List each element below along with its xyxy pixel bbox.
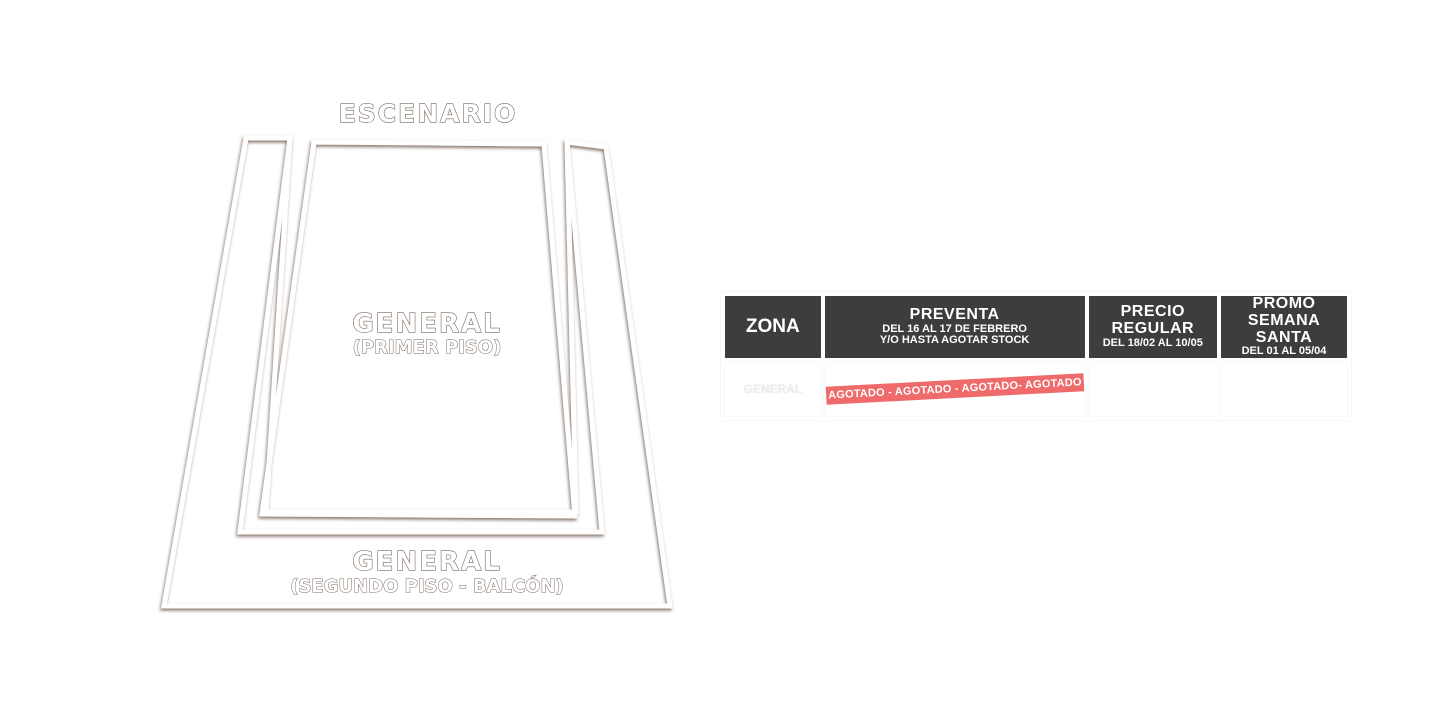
sold-out-banner: AGOTADO - AGOTADO - AGOTADO- AGOTADO <box>825 373 1084 405</box>
header-preventa-stock: Y/O HASTA AGOTAR STOCK <box>879 334 1030 347</box>
venue-map: ESCENARIO GENERAL (PRIMER PISO) GENERAL … <box>161 98 673 609</box>
price-table-header-row: ZONA PREVENTA DEL 16 AL 17 DE FEBRERO Y/… <box>725 295 1347 358</box>
header-precio-regular: PRECIO REGULAR DEL 18/02 AL 10/05 <box>1088 296 1218 358</box>
zone-balcony-outline[interactable] <box>161 135 673 609</box>
header-promo-dates: DEL 01 AL 05/04 <box>1241 345 1327 358</box>
zone-general-label: GENERAL <box>352 309 501 339</box>
price-row-general: GENERAL AGOTADO - AGOTADO - AGOTADO- AGO… <box>725 361 1347 416</box>
zone-balcony-sublabel: (SEGUNDO PISO - BALCÓN) <box>290 575 564 597</box>
cell-precio-regular <box>1088 361 1218 416</box>
zone-balcony-inner-outline <box>237 137 605 535</box>
header-preventa-title: PREVENTA <box>909 306 1000 324</box>
cell-zona-general: GENERAL <box>725 361 821 416</box>
price-table: ZONA PREVENTA DEL 16 AL 17 DE FEBRERO Y/… <box>721 292 1351 420</box>
header-promo-title1: PROMO <box>1252 295 1316 312</box>
cell-promo-price <box>1221 361 1347 416</box>
header-preventa: PREVENTA DEL 16 AL 17 DE FEBRERO Y/O HAS… <box>824 296 1085 358</box>
cell-preventa-status: AGOTADO - AGOTADO - AGOTADO- AGOTADO <box>824 361 1085 416</box>
header-promo-title2: SEMANA SANTA <box>1247 311 1321 346</box>
zone-general-sublabel: (PRIMER PISO) <box>353 337 502 358</box>
zone-general-outline[interactable] <box>259 139 578 519</box>
zone-balcony-label: GENERAL <box>352 547 501 577</box>
stage-label: ESCENARIO <box>339 99 518 128</box>
header-promo: PROMO SEMANA SANTA DEL 01 AL 05/04 <box>1221 295 1347 358</box>
header-preventa-dates: DEL 16 AL 17 DE FEBRERO <box>882 322 1027 335</box>
header-regular-title1: PRECIO <box>1120 303 1185 321</box>
header-zona: ZONA <box>725 296 821 358</box>
header-regular-title2: REGULAR <box>1111 320 1195 338</box>
header-regular-dates: DEL 18/02 AL 10/05 <box>1102 336 1203 349</box>
